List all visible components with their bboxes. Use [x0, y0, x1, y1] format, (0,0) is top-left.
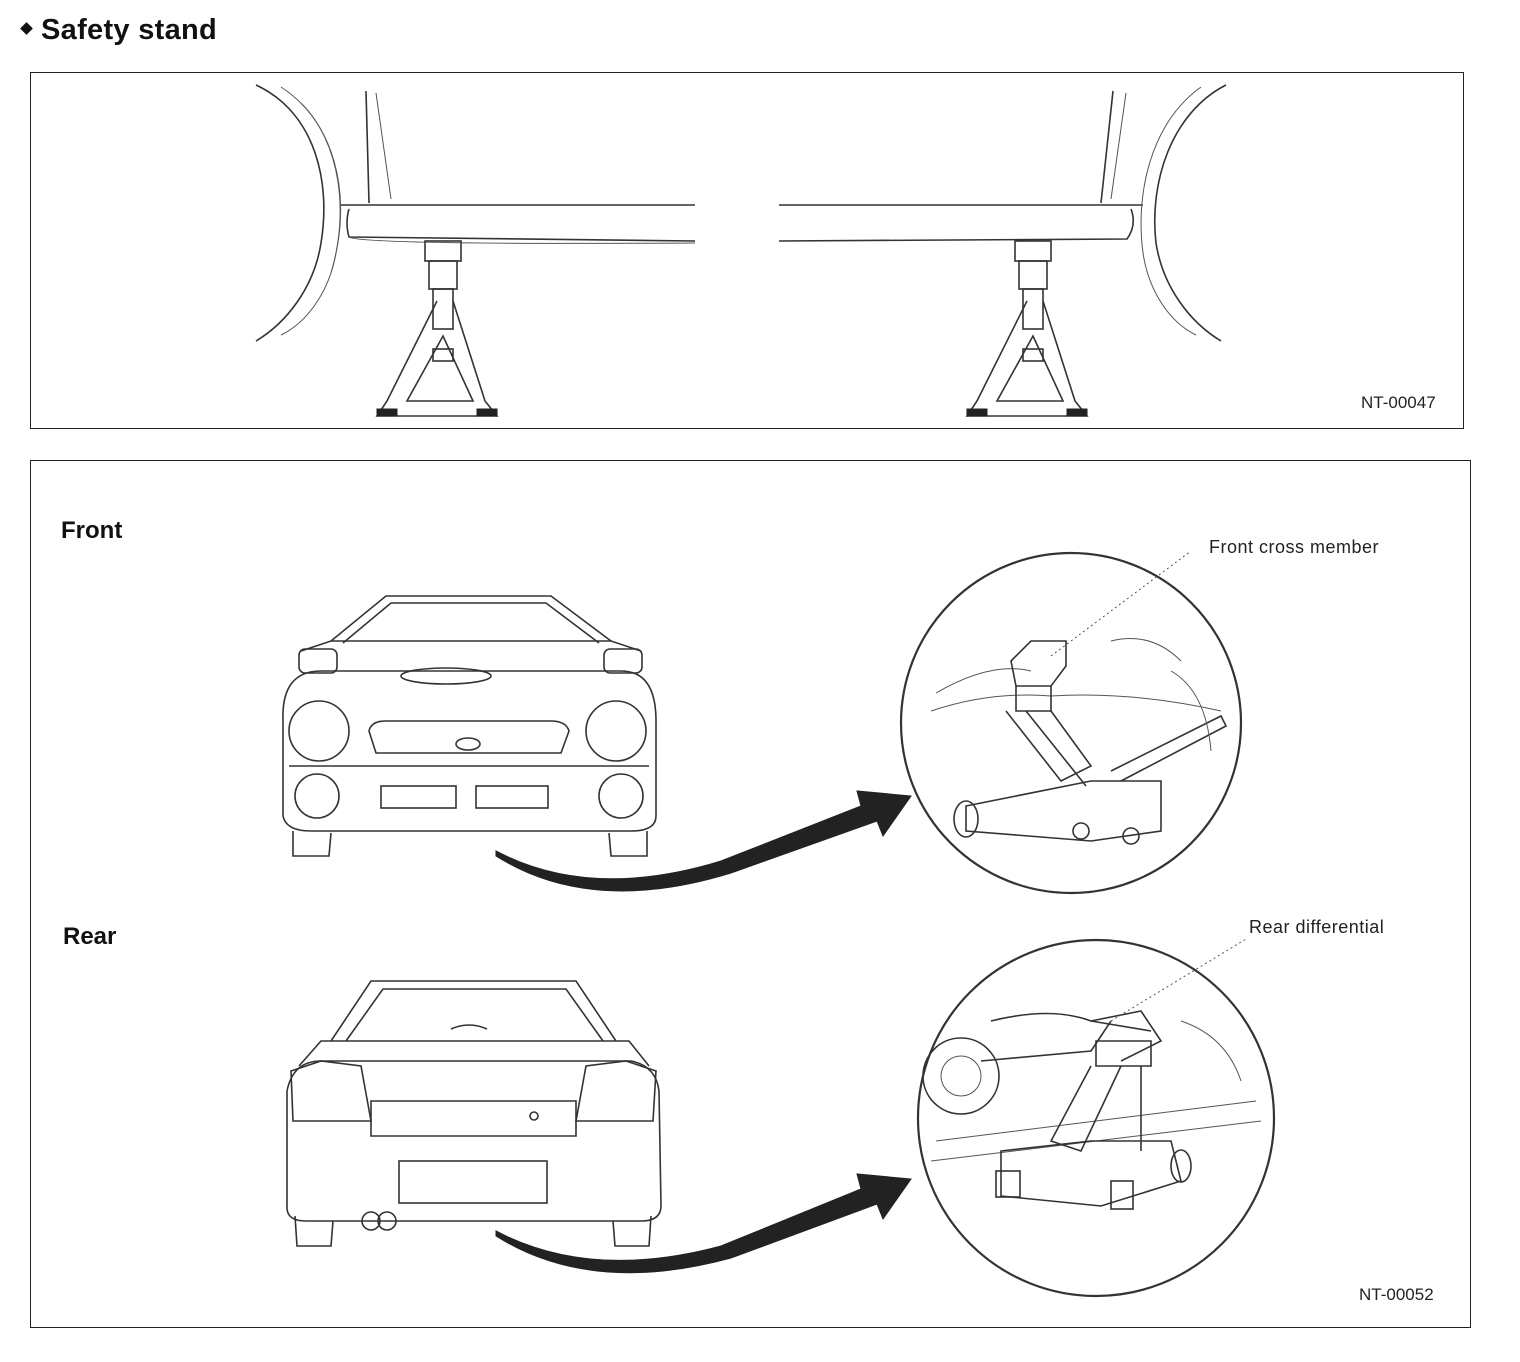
front-label: Front [61, 517, 123, 544]
jack-points-figure: Front Rear Front cross member Rear diffe… [30, 460, 1471, 1328]
front-cross-member-callout: Front cross member [1209, 537, 1380, 557]
front-car-drawing [282, 595, 657, 857]
figure-code: NT-00047 [1361, 393, 1436, 412]
jack-points-illustration [282, 550, 1276, 1298]
rear-jack-drawing [922, 1010, 1262, 1210]
front-jack-drawing [930, 638, 1228, 845]
section-heading: Safety stand [20, 14, 218, 47]
figure-code: NT-00052 [1359, 1285, 1434, 1304]
rear-differential-callout: Rear differential [1249, 917, 1385, 937]
rear-car-drawing [286, 980, 662, 1247]
rear-label: Rear [63, 923, 117, 950]
safety-stand-figure: NT-00047 [30, 72, 1464, 429]
safety-stand-illustration [255, 84, 1227, 417]
heading-text: Safety stand [41, 14, 218, 46]
bullet-icon [20, 21, 33, 35]
